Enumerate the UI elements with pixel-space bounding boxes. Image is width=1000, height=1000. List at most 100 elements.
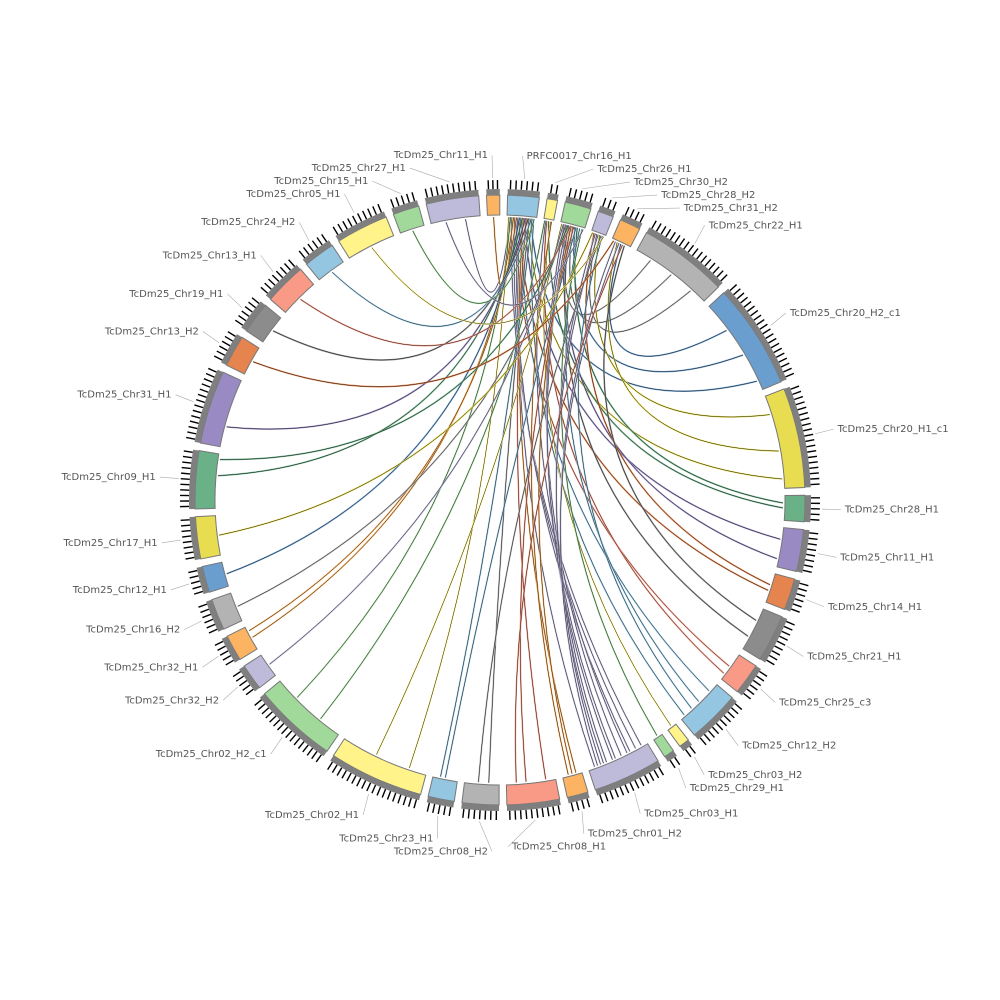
tick-mark: [208, 367, 217, 373]
tick-mark: [768, 337, 777, 344]
tick-mark: [222, 655, 232, 661]
link-ribbon: [296, 217, 512, 699]
link-ribbon: [375, 223, 563, 755]
link-outline: [219, 225, 569, 460]
tick-mark: [765, 333, 774, 339]
segment-label: TcDm25_Chr22_H1: [708, 220, 803, 231]
tick-mark: [756, 675, 765, 682]
segment-band: [259, 693, 328, 757]
segment-band: [486, 189, 500, 196]
tick-mark: [283, 263, 292, 271]
tick-mark: [376, 786, 382, 796]
tick-mark: [276, 723, 285, 731]
segment-block: [560, 201, 592, 229]
segment-block: [506, 194, 540, 218]
tick-mark: [405, 193, 410, 203]
tick-mark: [180, 524, 191, 527]
segment-band: [424, 189, 479, 205]
tick-mark: [546, 807, 550, 817]
tick-mark: [426, 802, 431, 812]
tick-mark: [689, 745, 696, 754]
tick-mark: [733, 288, 741, 296]
tick-mark: [803, 428, 813, 432]
segment-band: [241, 301, 266, 331]
segment-label: TcDm25_Chr30_H2: [633, 177, 728, 188]
segment-band: [796, 529, 810, 573]
link-outline: [564, 225, 749, 637]
tick-mark: [799, 582, 809, 587]
tick-mark: [604, 792, 609, 802]
tick-mark: [785, 372, 795, 378]
segment-block: [708, 291, 782, 391]
tick-mark: [685, 749, 692, 758]
tick-mark: [801, 422, 811, 427]
segment-label: TcDm25_Chr08_H2: [393, 847, 488, 858]
label-leader-line: [299, 222, 310, 241]
segment-band: [194, 369, 224, 443]
segment-label: TcDm25_Chr32_H1: [103, 662, 198, 673]
tick-mark: [798, 411, 809, 416]
tick-mark: [181, 529, 191, 533]
tick-mark: [740, 296, 749, 304]
segment-band: [567, 792, 590, 804]
tick-mark: [298, 250, 306, 259]
segment-band: [547, 192, 559, 201]
segment-block: [427, 776, 458, 803]
label-leader-line: [227, 293, 243, 308]
tick-mark: [346, 772, 352, 782]
tick-mark: [720, 274, 728, 282]
segment-block: [764, 388, 806, 489]
tick-mark: [736, 292, 745, 300]
segment-block: [243, 654, 277, 689]
tick-mark: [232, 671, 242, 678]
tick-mark: [381, 788, 387, 798]
link-ribbon: [563, 225, 749, 637]
tick-mark: [794, 395, 804, 401]
segment-band: [335, 211, 387, 242]
tick-mark: [336, 767, 343, 776]
tick-mark: [810, 518, 820, 521]
tick-mark: [634, 779, 640, 789]
label-leader-line: [611, 194, 658, 199]
tick-mark: [655, 223, 662, 232]
tick-mark: [730, 707, 739, 715]
tick-mark: [808, 461, 818, 464]
tick-mark: [729, 284, 738, 292]
tick-mark: [184, 551, 194, 555]
label-leader-line: [634, 792, 641, 814]
tick-mark: [248, 301, 257, 309]
segment-label: TcDm25_Chr12_H2: [741, 741, 836, 752]
tick-mark: [639, 213, 645, 223]
tick-mark: [669, 231, 676, 241]
tick-mark: [194, 404, 204, 409]
tick-mark: [762, 328, 771, 335]
tick-mark: [331, 764, 338, 773]
tick-mark: [362, 210, 368, 220]
tick-mark: [217, 645, 226, 651]
tick-mark: [200, 608, 210, 614]
tick-mark: [678, 238, 686, 247]
tick-mark: [264, 282, 272, 290]
tick-mark: [204, 618, 214, 624]
label-leader-line: [184, 620, 202, 630]
label-leader-line: [770, 312, 787, 326]
tick-mark: [639, 777, 645, 787]
tick-mark: [187, 431, 197, 435]
tick-mark: [807, 450, 817, 453]
tick-mark: [781, 630, 791, 636]
tick-mark: [807, 542, 817, 546]
tick-mark: [651, 220, 657, 229]
tick-mark: [555, 185, 559, 195]
tick-mark: [716, 270, 724, 278]
tick-mark: [356, 213, 363, 222]
label-leader-line: [821, 508, 841, 510]
tick-mark: [771, 650, 781, 656]
tick-mark: [783, 367, 792, 373]
tick-mark: [727, 711, 735, 719]
segment-band: [694, 697, 737, 740]
segment-band: [565, 196, 593, 209]
tick-mark: [462, 808, 465, 818]
tick-mark: [531, 181, 534, 191]
tick-mark: [743, 692, 752, 700]
